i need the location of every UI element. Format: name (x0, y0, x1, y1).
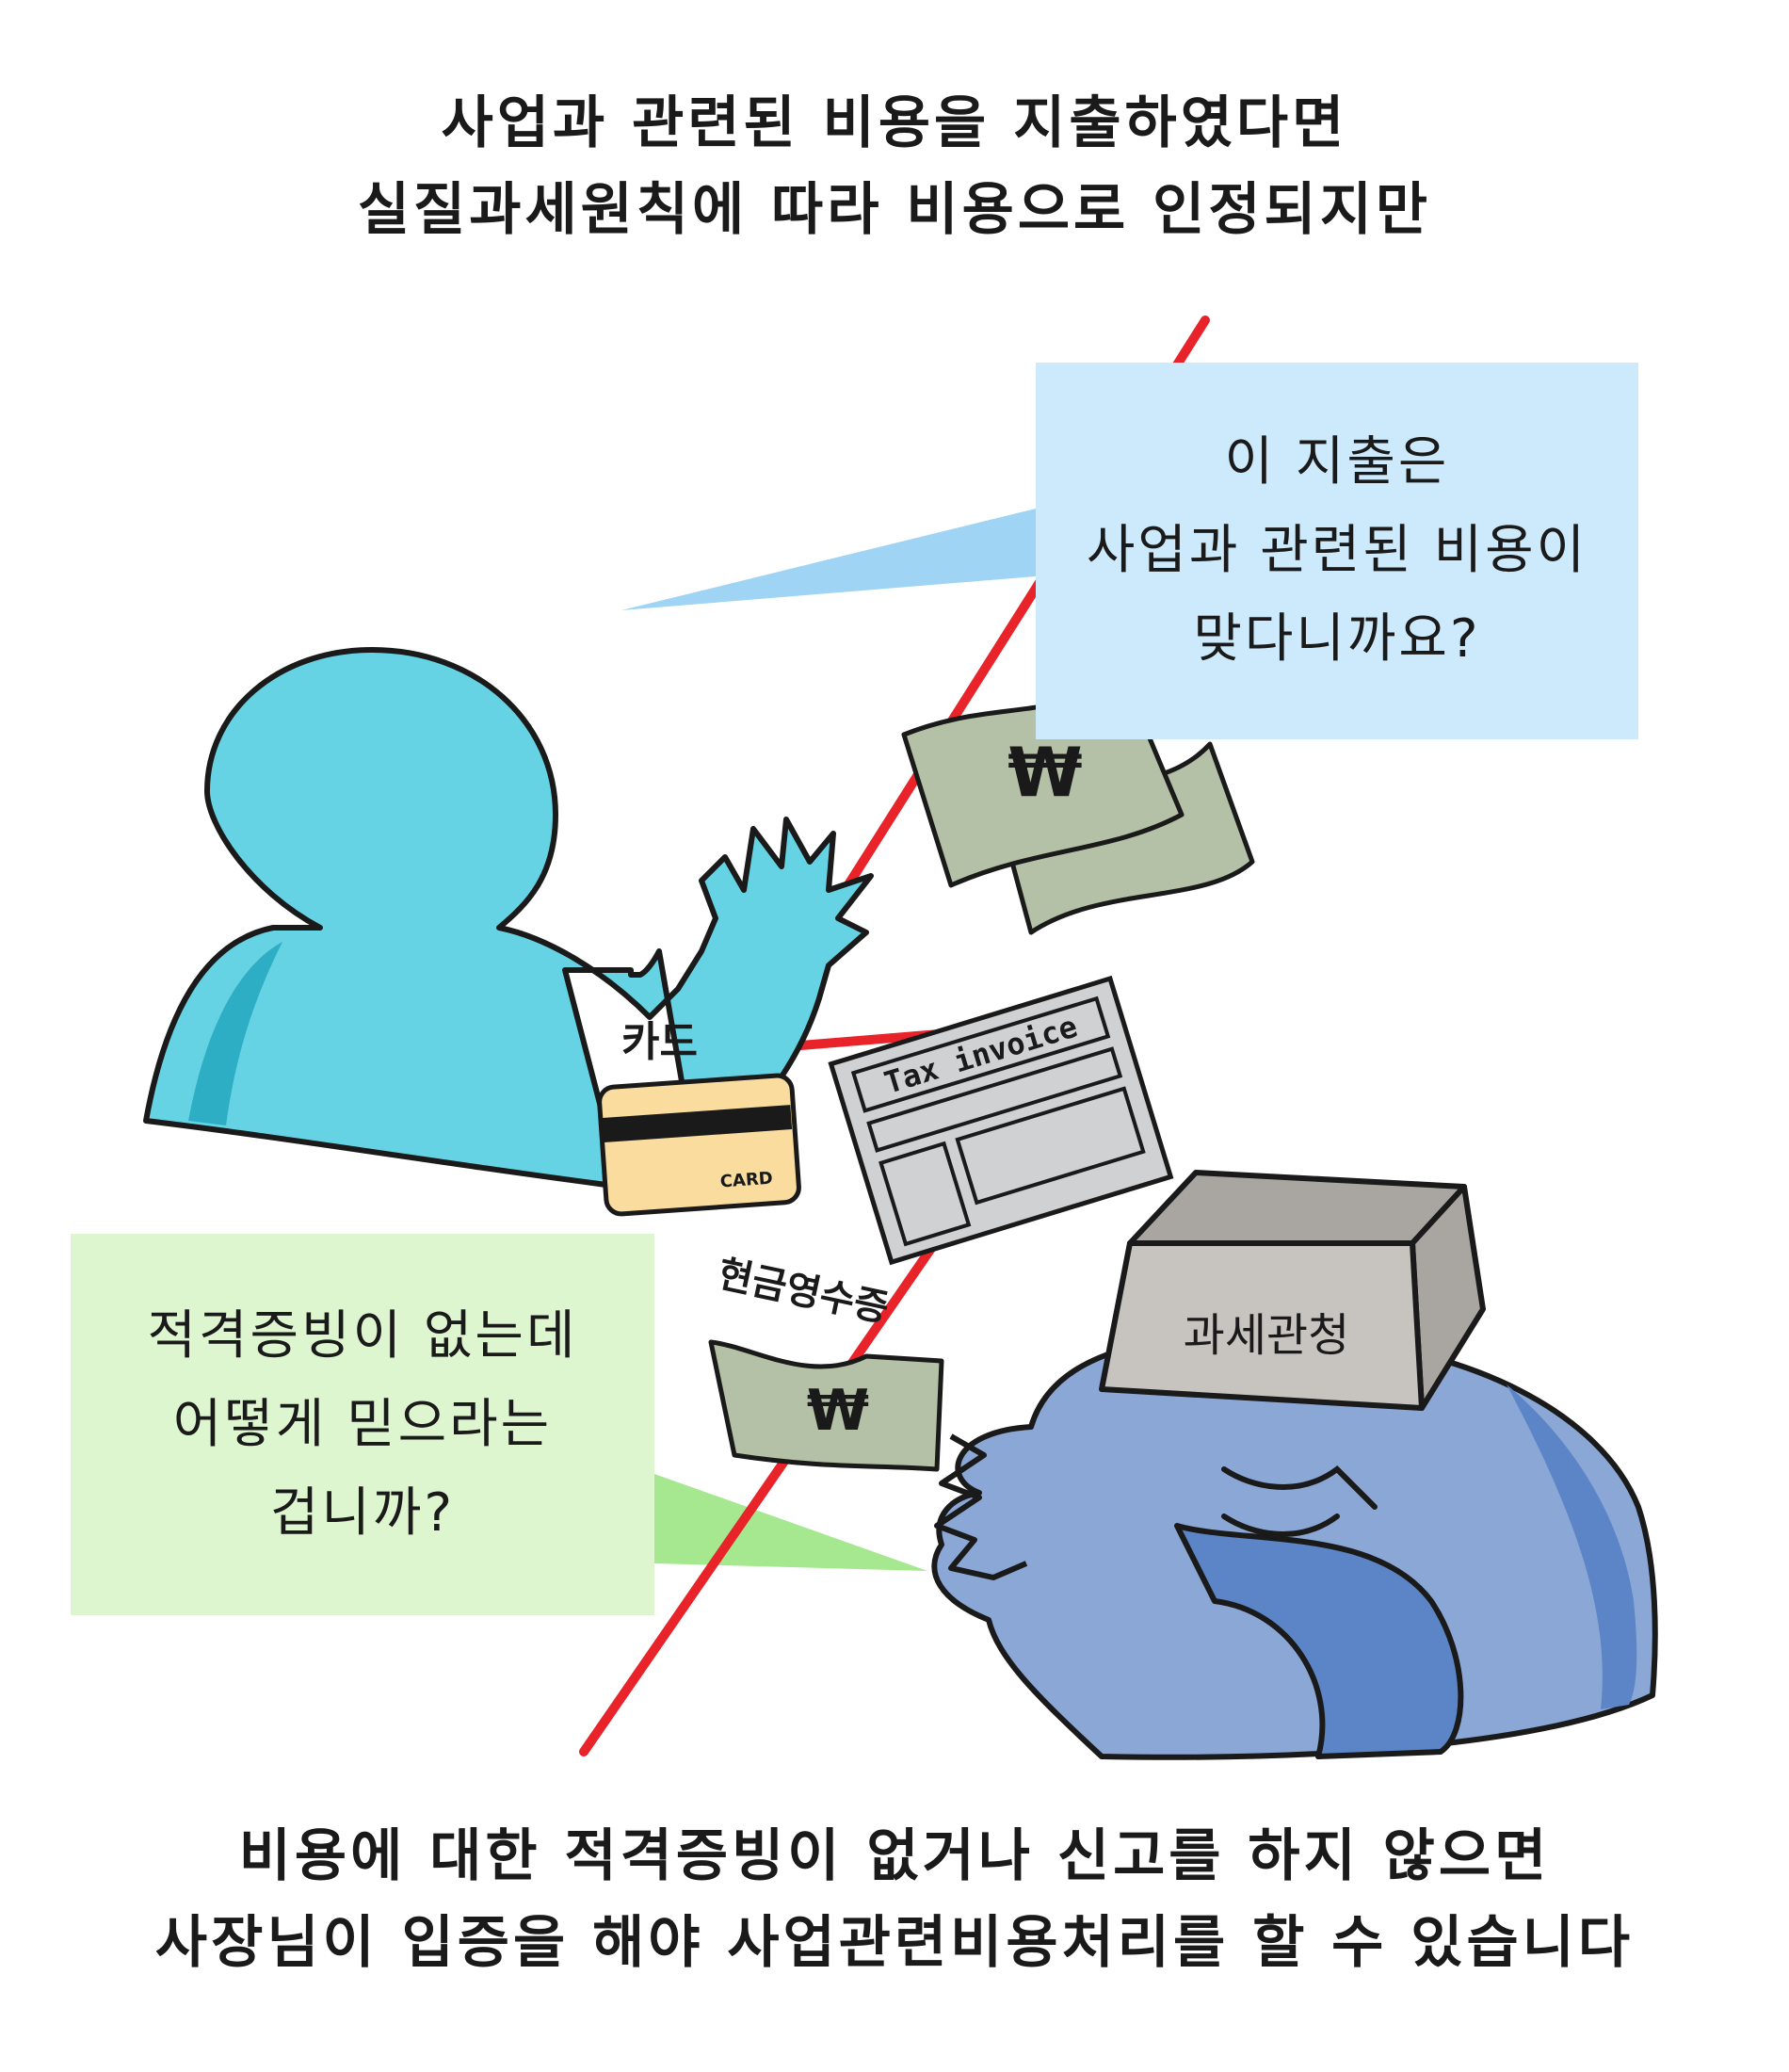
speech-office-line-2: 어떻게 믿으라는 (172, 1393, 553, 1455)
won-sign-top: ₩ (1007, 733, 1082, 812)
bottom-caption-line-1: 비용에 대한 적격증빙이 없거나 신고를 하지 않으면 (238, 1823, 1551, 1889)
card-print-label: CARD (719, 1169, 773, 1192)
tax-office-figure (931, 1170, 1658, 1760)
speech-tail-blue (621, 509, 1036, 610)
speech-tail-green (654, 1474, 927, 1571)
speech-owner-line-2: 사업과 관련된 비용이 (1086, 520, 1588, 581)
top-caption-line-1: 사업과 관련된 비용을 지출하였다면 (441, 90, 1348, 156)
bottom-caption-line-2: 사장님이 입증을 해야 사업관련비용처리를 할 수 있습니다 (154, 1910, 1635, 1976)
speech-office-line-3: 겁니까? (269, 1481, 456, 1544)
cash-receipt-bill: ₩ (708, 1339, 944, 1472)
speech-owner-line-1: 이 지출은 (1224, 431, 1450, 493)
speech-office-line-1: 적격증빙이 없는데 (147, 1304, 578, 1367)
speech-bubble-tax-office: 적격증빙이 없는데 어떻게 믿으라는 겁니까? (71, 1234, 654, 1615)
tax-office-label: 과세관청 (1183, 1309, 1350, 1362)
business-owner-figure (143, 647, 874, 1190)
speech-bubble-business-owner: 이 지출은 사업과 관련된 비용이 맞다니까요? (1036, 363, 1638, 739)
speech-owner-line-3: 맞다니까요? (1193, 608, 1481, 670)
top-caption-line-2: 실질과세원칙에 따라 비용으로 인정되지만 (357, 177, 1432, 243)
won-sign-bottom: ₩ (807, 1378, 869, 1444)
bottom-caption: 비용에 대한 적격증빙이 없거나 신고를 하지 않으면 사장님이 입증을 해야 … (0, 1813, 1789, 1986)
top-caption: 사업과 관련된 비용을 지출하였다면 실질과세원칙에 따라 비용으로 인정되지만 (0, 80, 1789, 253)
card-label: 카드 (621, 1018, 698, 1066)
tax-invoice-icon: Tax invoice (828, 975, 1174, 1266)
credit-card-icon: CARD (597, 1073, 801, 1217)
